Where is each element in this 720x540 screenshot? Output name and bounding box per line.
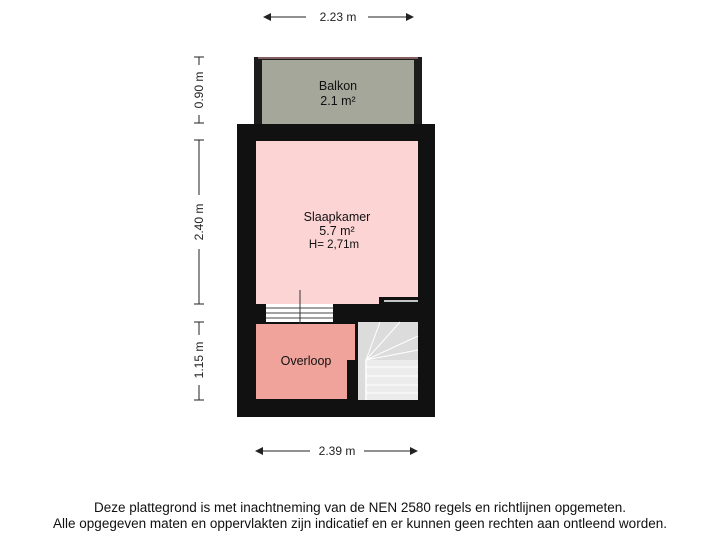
dimension-overloop-depth-label: 1.15 m bbox=[192, 342, 206, 379]
slaapkamer-label: Slaapkamer bbox=[304, 210, 371, 224]
dimension-balkon-depth: 0.90 m bbox=[191, 56, 207, 124]
dimension-top-width-label: 2.23 m bbox=[320, 10, 357, 24]
slaapkamer-height-label: H= 2,71m bbox=[309, 239, 359, 251]
slaapkamer-area-label: 5.7 m² bbox=[319, 224, 354, 238]
overloop-room: Overloop bbox=[256, 324, 355, 399]
balkon-area-label: 2.1 m² bbox=[320, 94, 355, 108]
slaapkamer-room: Slaapkamer 5.7 m² H= 2,71m bbox=[256, 141, 418, 304]
dimension-overloop-depth: 1.15 m bbox=[191, 321, 207, 401]
dimension-slaapkamer-depth: 2.40 m bbox=[191, 139, 207, 305]
staircase bbox=[358, 321, 419, 400]
balkon-label: Balkon bbox=[319, 79, 357, 93]
window-symbol bbox=[379, 297, 418, 304]
overloop-label: Overloop bbox=[281, 354, 332, 368]
balkon-area: Balkon 2.1 m² bbox=[254, 57, 422, 125]
disclaimer-line-2: Alle opgegeven maten en oppervlakten zij… bbox=[53, 516, 667, 531]
dimension-slaapkamer-depth-label: 2.40 m bbox=[192, 204, 206, 241]
disclaimer-line-1: Deze plattegrond is met inachtneming van… bbox=[93, 500, 627, 515]
dimension-balkon-depth-label: 0.90 m bbox=[192, 72, 206, 109]
dimension-top-width: 2.23 m bbox=[263, 10, 414, 24]
dimension-bottom-width-label: 2.39 m bbox=[319, 444, 356, 458]
dimension-bottom-width: 2.39 m bbox=[255, 444, 418, 458]
